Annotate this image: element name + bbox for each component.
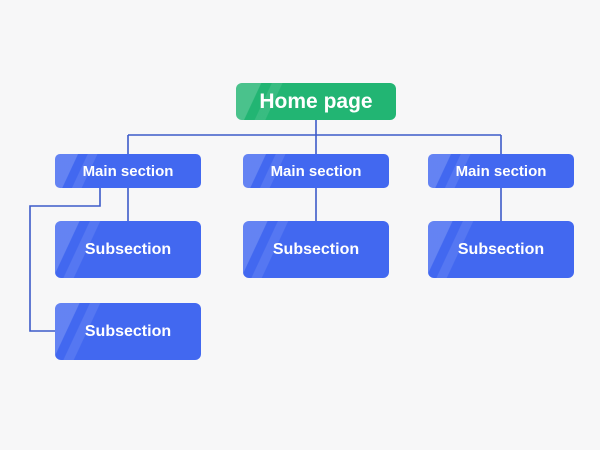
main-section-label: Main section (455, 162, 547, 180)
subsection-label: Subsection (84, 240, 172, 258)
home-page-node[interactable]: Home page (236, 83, 396, 120)
subsection-label: Subsection (457, 240, 545, 258)
main-section-node-1[interactable]: Main section (55, 154, 201, 188)
connector-section-1-sub-2 (29, 188, 101, 332)
main-section-label: Main section (270, 162, 362, 180)
subsection-node-3-1[interactable]: Subsection (428, 221, 574, 278)
subsection-node-1-2[interactable]: Subsection (55, 303, 201, 360)
subsection-label: Subsection (84, 322, 172, 340)
main-section-label: Main section (82, 162, 174, 180)
subsection-node-2-1[interactable]: Subsection (243, 221, 389, 278)
home-page-label: Home page (259, 89, 373, 113)
subsection-label: Subsection (272, 240, 360, 258)
main-section-node-3[interactable]: Main section (428, 154, 574, 188)
subsection-node-1-1[interactable]: Subsection (55, 221, 201, 278)
main-section-node-2[interactable]: Main section (243, 154, 389, 188)
